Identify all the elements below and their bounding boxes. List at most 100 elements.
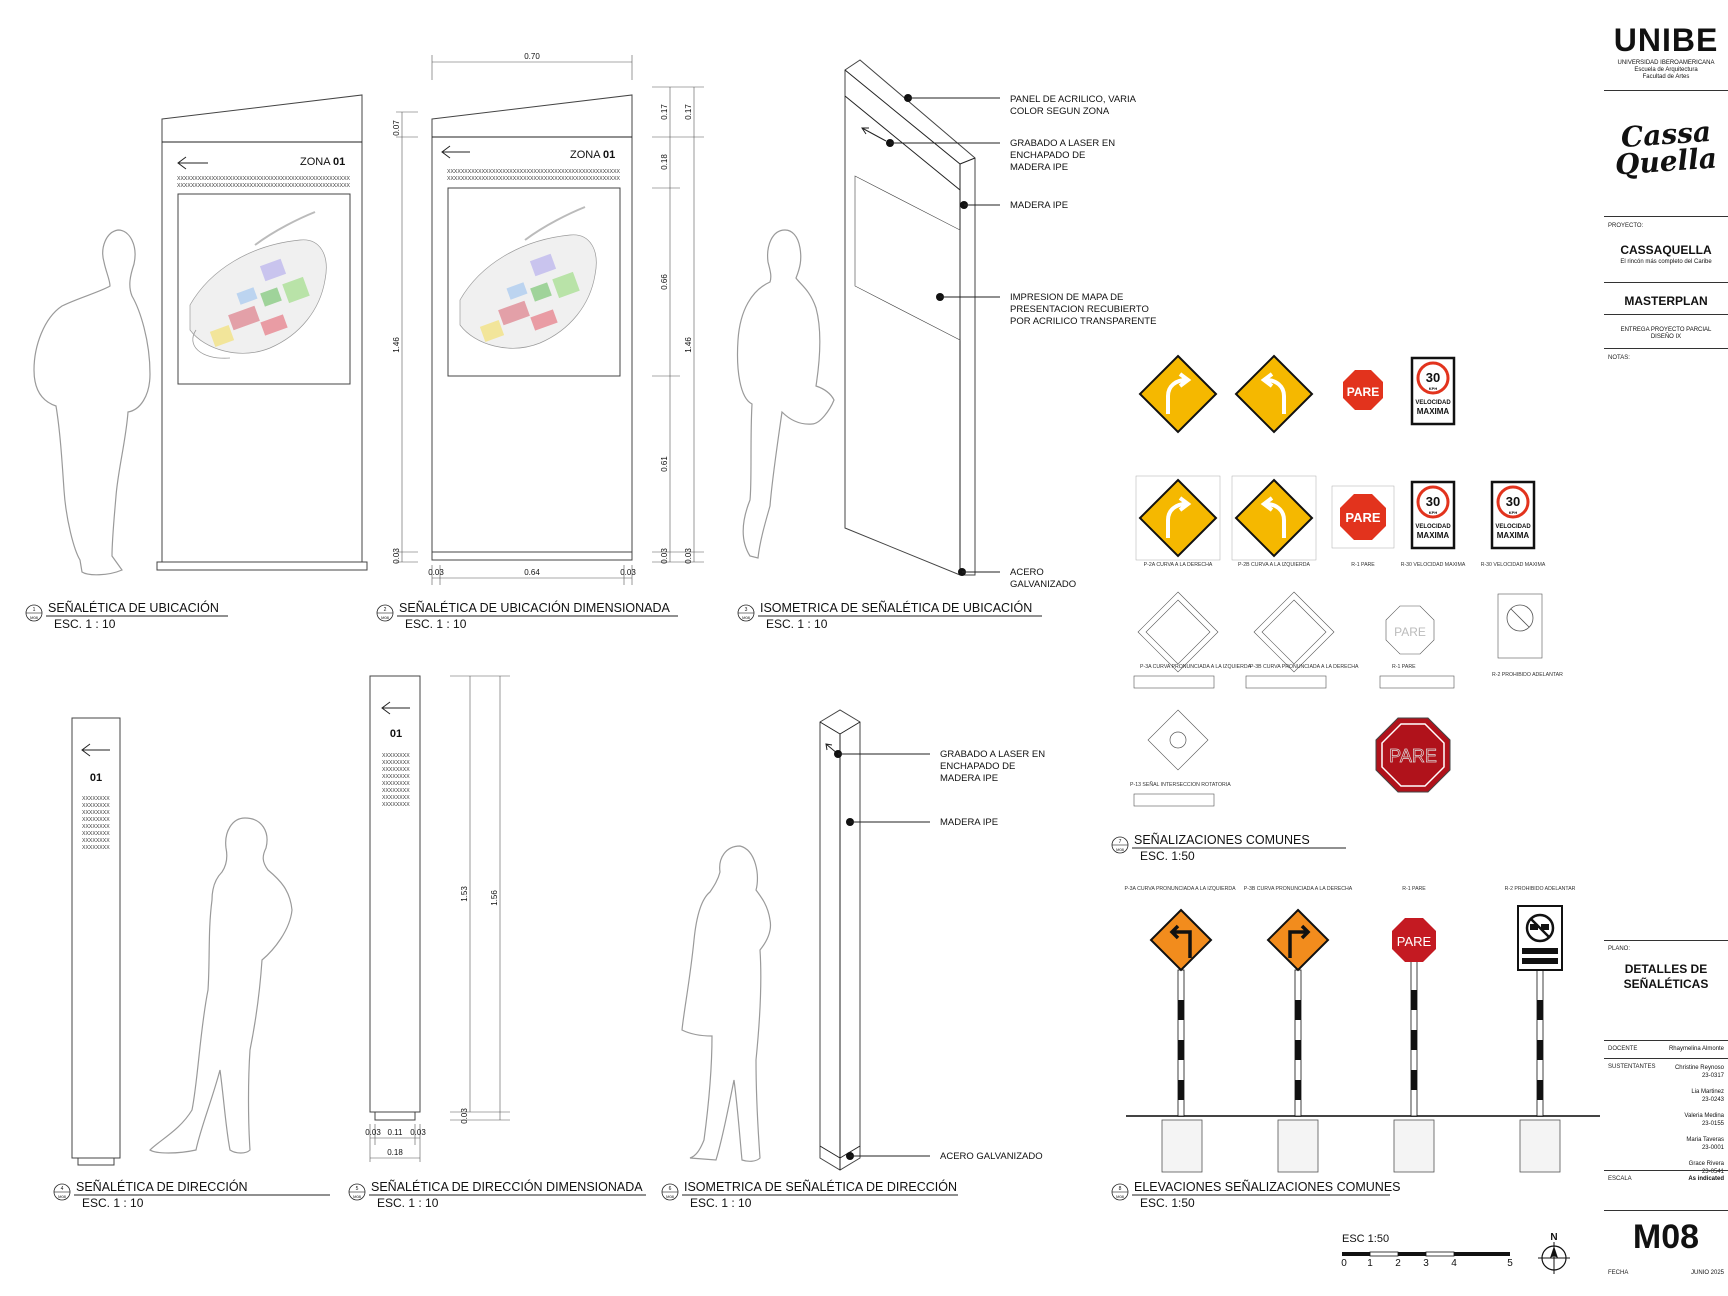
svg-text:2: 2 [384,607,387,613]
svg-text:XXXXXXXX: XXXXXXXX [382,802,410,808]
svg-text:PARE: PARE [1345,510,1380,525]
arrow-left-icon [861,127,887,142]
curve-right-sign-detail: P-2A CURVA A LA DERECHA [1135,475,1221,568]
svg-text:KPH: KPH [1429,510,1438,515]
scale-value: As indicated [1688,1176,1724,1182]
svg-text:XXXXXXXX: XXXXXXXX [382,753,410,759]
plan-title: DETALLES DE [1624,962,1708,976]
svg-text:M08: M08 [58,1194,67,1199]
svg-text:4: 4 [61,1186,64,1192]
drawing-7-senalizaciones: PARE 30 KPH VELOCIDAD MAXIMA P-2A CURVA … [1130,354,1563,807]
svg-text:1.46: 1.46 [684,337,693,353]
svg-text:XXXXXXXXXXXXXXXXXXXXXXXXXXXXXX: XXXXXXXXXXXXXXXXXXXXXXXXXXXXXXXXXXXXXXXX… [447,176,621,182]
svg-text:XXXXXXXX: XXXXXXXX [382,795,410,801]
svg-text:GRABADO A LASER EN: GRABADO A LASER EN [1010,138,1115,149]
svg-text:0.03: 0.03 [460,1108,469,1124]
svg-text:PRESENTACION RECUBIERTO: PRESENTACION RECUBIERTO [1010,304,1149,315]
svg-text:5: 5 [1507,1258,1513,1269]
arrow-left-icon [381,701,410,715]
svg-text:M08: M08 [666,1194,675,1199]
svg-text:0: 0 [1341,1258,1347,1269]
svg-text:0.64: 0.64 [524,568,540,577]
svg-text:0.18: 0.18 [387,1148,403,1157]
title-block: UNIBE UNIVERSIDAD IBEROAMERICANA Escuela… [1604,0,1728,1296]
title-drawing-5: 5 M08 SEÑALÉTICA DE DIRECCIÓN DIMENSIONA… [348,1179,646,1210]
svg-text:6: 6 [669,1186,672,1192]
speed-limit-sign-detail: 30 KPH VELOCIDAD MAXIMA R-30 VELOCIDAD M… [1481,480,1546,568]
svg-text:ENCHAPADO DE: ENCHAPADO DE [1010,150,1085,161]
svg-text:30: 30 [1506,494,1520,509]
curve-left-sign [1234,354,1314,434]
svg-text:PANEL DE ACRILICO, VARIA: PANEL DE ACRILICO, VARIA [1010,94,1137,105]
svg-text:XXXXXXXX: XXXXXXXX [82,838,110,844]
svg-text:0.03: 0.03 [365,1128,381,1137]
elevation-curve-left [1149,908,1213,1173]
human-silhouette-icon [149,817,293,1154]
elevation-curve-right [1266,908,1330,1173]
svg-text:ELEVACIONES SEÑALIZACIONES COM: ELEVACIONES SEÑALIZACIONES COMUNES [1134,1180,1401,1194]
svg-text:3: 3 [1423,1258,1429,1269]
svg-text:0.03: 0.03 [660,548,669,564]
svg-text:0.03: 0.03 [620,568,636,577]
svg-text:0.07: 0.07 [392,120,401,136]
svg-text:ESC. 1 : 10: ESC. 1 : 10 [54,617,116,631]
cassaquella-logo: Cassa Quella [1613,114,1718,182]
svg-text:MAXIMA: MAXIMA [1497,531,1530,540]
elevation-no-overtaking [1517,905,1563,1173]
svg-text:MAXIMA: MAXIMA [1417,407,1450,416]
svg-text:R-1 PARE: R-1 PARE [1402,886,1426,892]
svg-text:5: 5 [356,1186,359,1192]
human-silhouette-icon [33,229,151,576]
svg-text:SEÑALÉTICA DE DIRECCIÓN DIMENS: SEÑALÉTICA DE DIRECCIÓN DIMENSIONADA [371,1179,643,1194]
svg-text:P-3B CURVA PRONUNCIADA A LA DE: P-3B CURVA PRONUNCIADA A LA DERECHA [1244,886,1353,892]
svg-text:MADERA IPE: MADERA IPE [1010,162,1068,173]
svg-text:0.11: 0.11 [388,1128,404,1137]
svg-text:SEÑALÉTICA DE UBICACIÓN: SEÑALÉTICA DE UBICACIÓN [48,600,219,615]
svg-text:COLOR SEGUN ZONA: COLOR SEGUN ZONA [1010,106,1110,117]
svg-text:R-2 PROHIBIDO ADELANTAR: R-2 PROHIBIDO ADELANTAR [1505,886,1576,892]
svg-text:0.18: 0.18 [660,154,669,170]
svg-text:POR ACRILICO TRANSPARENTE: POR ACRILICO TRANSPARENTE [1010,316,1156,327]
svg-text:N: N [1550,1232,1557,1243]
svg-text:GRABADO A LASER EN: GRABADO A LASER EN [940,749,1045,760]
svg-text:XXXXXXXX: XXXXXXXX [82,803,110,809]
svg-text:ESC. 1:50: ESC. 1:50 [1140,849,1195,863]
arrow-left-icon [441,145,470,159]
svg-text:ACERO: ACERO [1010,567,1044,578]
zona-label: ZONA 01 [300,156,345,168]
title-drawing-2: 2 M08 SEÑALÉTICA DE UBICACIÓN DIMENSIONA… [376,600,678,631]
svg-text:PARE: PARE [1347,385,1379,399]
svg-text:XXXXXXXX: XXXXXXXX [382,774,410,780]
svg-text:ISOMETRICA DE SEÑALÉTICA DE DI: ISOMETRICA DE SEÑALÉTICA DE DIRECCIÓN [684,1179,957,1194]
svg-text:3: 3 [745,607,748,613]
svg-text:P-2B CURVA A LA IZQUIERDA: P-2B CURVA A LA IZQUIERDA [1238,562,1310,568]
university-logo: UNIBE [1613,22,1719,58]
title-drawing-4: 4 M08 SEÑALÉTICA DE DIRECCIÓN ESC. 1 : 1… [53,1179,330,1210]
svg-text:1: 1 [33,607,36,613]
svg-text:0.03: 0.03 [684,548,693,564]
placeholder-line: XXXXXXXXXXXXXXXXXXXXXXXXXXXXXXXXXXXXXXXX… [177,183,351,189]
svg-text:ESC. 1 : 10: ESC. 1 : 10 [82,1196,144,1210]
date-value: JUNIO 2025 [1690,1270,1724,1276]
masterplan-label: MASTERPLAN [1624,294,1708,308]
svg-text:30: 30 [1426,494,1440,509]
svg-text:XXXXXXXX: XXXXXXXX [82,831,110,837]
svg-text:PARE: PARE [1389,746,1437,766]
svg-text:GALVANIZADO: GALVANIZADO [1010,579,1076,590]
svg-text:ISOMETRICA DE SEÑALÉTICA DE UB: ISOMETRICA DE SEÑALÉTICA DE UBICACIÓN [760,600,1032,615]
svg-text:SEÑALIZACIONES COMUNES: SEÑALIZACIONES COMUNES [1134,833,1310,847]
title-drawing-3: 3 M08 ISOMETRICA DE SEÑALÉTICA DE UBICAC… [737,600,1042,631]
svg-text:XXXXXXXX: XXXXXXXX [382,760,410,766]
svg-text:R-1 PARE: R-1 PARE [1392,664,1416,670]
svg-text:MAXIMA: MAXIMA [1417,531,1450,540]
teacher-name: Rhaymelina Almonte [1668,1046,1724,1052]
svg-text:ESC. 1 : 10: ESC. 1 : 10 [405,617,467,631]
title-drawing-7: 7 M08 SEÑALIZACIONES COMUNES ESC. 1:50 [1111,833,1346,863]
title-drawing-8: 8 M08 ELEVACIONES SEÑALIZACIONES COMUNES… [1111,1180,1401,1210]
svg-text:VELOCIDAD: VELOCIDAD [1415,400,1451,406]
svg-text:XXXXXXXX: XXXXXXXX [82,810,110,816]
svg-text:SEÑALÉTICA DE DIRECCIÓN: SEÑALÉTICA DE DIRECCIÓN [76,1179,248,1194]
svg-text:1.53: 1.53 [460,886,469,902]
svg-text:01: 01 [90,772,102,784]
site-map-image [459,206,597,349]
